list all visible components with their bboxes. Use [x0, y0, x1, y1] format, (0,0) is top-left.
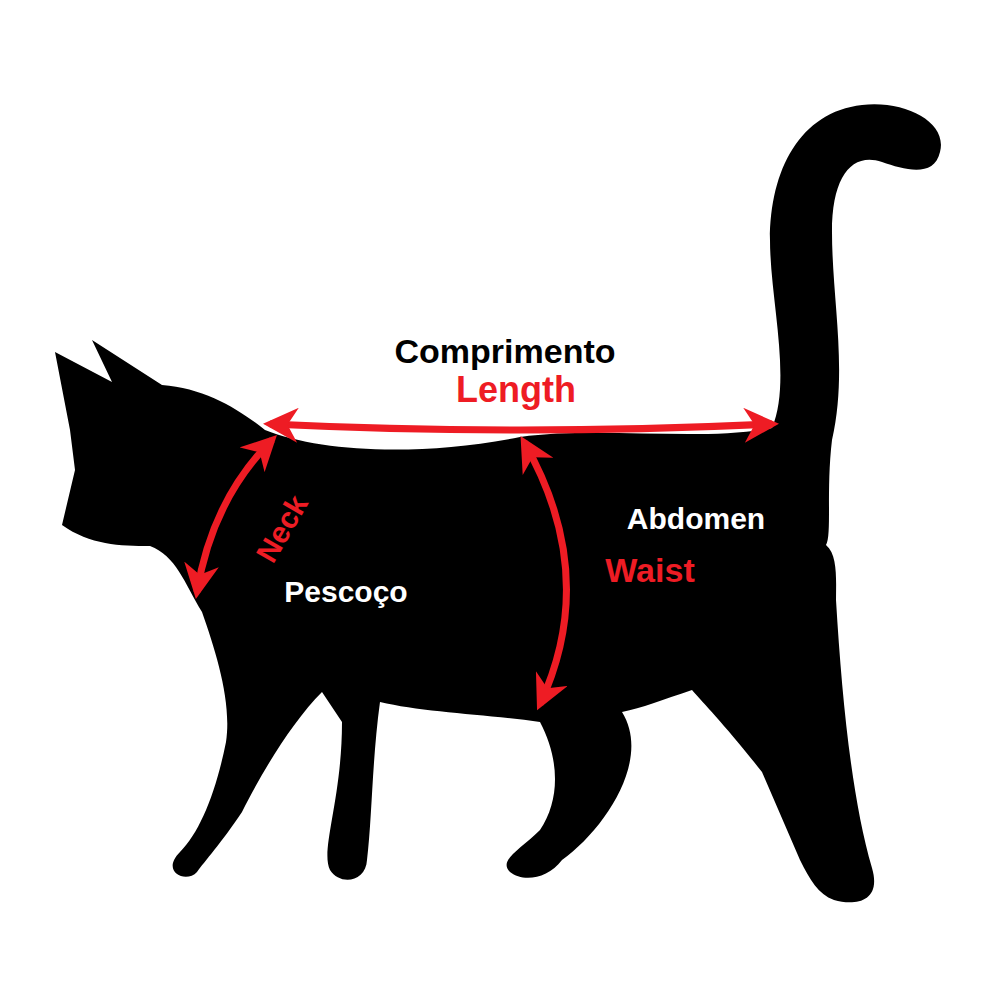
measure-name: Abdomen: [627, 502, 765, 535]
length-arrow: [270, 424, 772, 430]
neck-arrow: [197, 440, 272, 592]
waist-arrow: [524, 442, 566, 704]
cat-silhouette: [55, 104, 941, 902]
measure-name: Pescoço: [284, 575, 407, 608]
measure-name: Length: [456, 370, 576, 410]
measure-name: Comprimento: [395, 333, 616, 370]
measure-name: Waist: [605, 552, 694, 589]
